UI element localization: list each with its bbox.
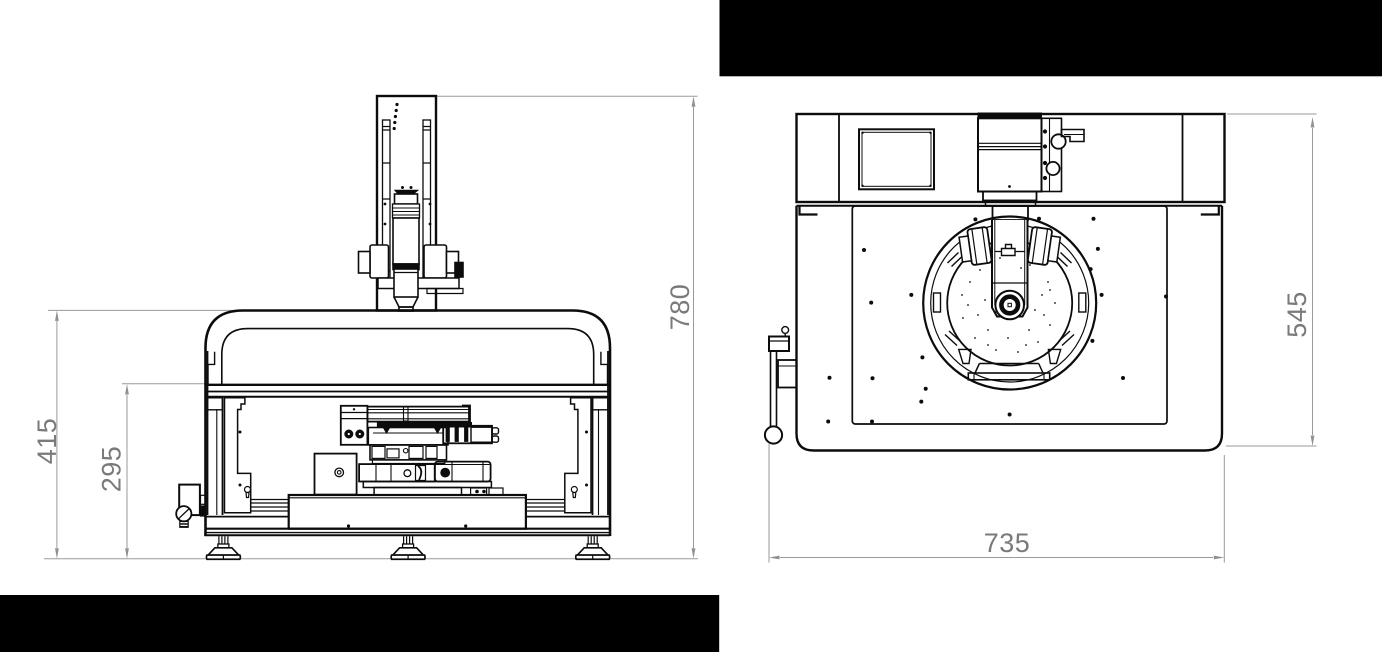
svg-text:545: 545 <box>1282 291 1312 338</box>
svg-text:735: 735 <box>984 528 1031 558</box>
svg-text:295: 295 <box>97 446 127 493</box>
svg-text:780: 780 <box>665 284 695 331</box>
svg-text:415: 415 <box>32 418 62 465</box>
